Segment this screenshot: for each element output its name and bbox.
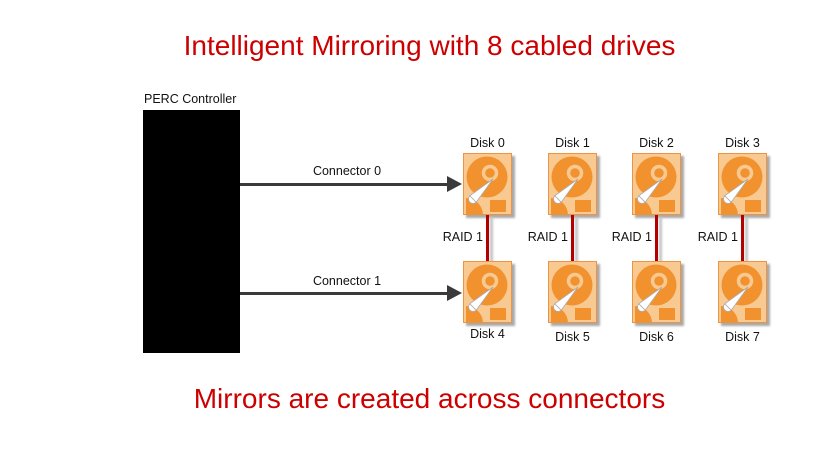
connector-1-arrowhead-icon bbox=[447, 285, 462, 301]
disk-2-label: Disk 2 bbox=[639, 136, 674, 150]
raid-pair-2-line bbox=[655, 215, 658, 261]
disk-1-icon bbox=[548, 153, 597, 215]
disk-0-icon bbox=[463, 153, 512, 215]
connector-1-label: Connector 1 bbox=[312, 274, 382, 288]
raid-pair-0-line bbox=[486, 215, 489, 261]
controller-label: PERC Controller bbox=[144, 92, 237, 106]
raid-pair-3-label: RAID 1 bbox=[697, 230, 738, 244]
disk-2-icon bbox=[632, 153, 681, 215]
raid-pair-1-line bbox=[571, 215, 574, 261]
diagram-title: Intelligent Mirroring with 8 cabled driv… bbox=[183, 30, 676, 61]
controller-box bbox=[143, 110, 240, 353]
raid-pair-0-label: RAID 1 bbox=[442, 230, 483, 244]
raid-pair-1-label: RAID 1 bbox=[527, 230, 568, 244]
disk-7-icon bbox=[718, 261, 767, 323]
connector-0-arrowhead-icon bbox=[447, 176, 462, 192]
disk-4-label: Disk 4 bbox=[470, 327, 505, 341]
diagram-caption: Mirrors are created across connectors bbox=[193, 383, 666, 414]
disk-5-icon bbox=[548, 261, 597, 323]
disk-5-label: Disk 5 bbox=[555, 330, 590, 344]
disk-3-icon bbox=[718, 153, 767, 215]
raid-pair-3-line bbox=[741, 215, 744, 261]
raid-pair-2-label: RAID 1 bbox=[611, 230, 652, 244]
disk-4-icon bbox=[463, 261, 512, 323]
connector-0-label: Connector 0 bbox=[312, 164, 382, 178]
disk-0-label: Disk 0 bbox=[470, 136, 505, 150]
disk-1-label: Disk 1 bbox=[555, 136, 590, 150]
disk-7-label: Disk 7 bbox=[725, 330, 760, 344]
connector-0-line bbox=[240, 183, 449, 186]
disk-6-icon bbox=[632, 261, 681, 323]
disk-3-label: Disk 3 bbox=[725, 136, 760, 150]
disk-6-label: Disk 6 bbox=[639, 330, 674, 344]
connector-1-line bbox=[240, 292, 449, 295]
